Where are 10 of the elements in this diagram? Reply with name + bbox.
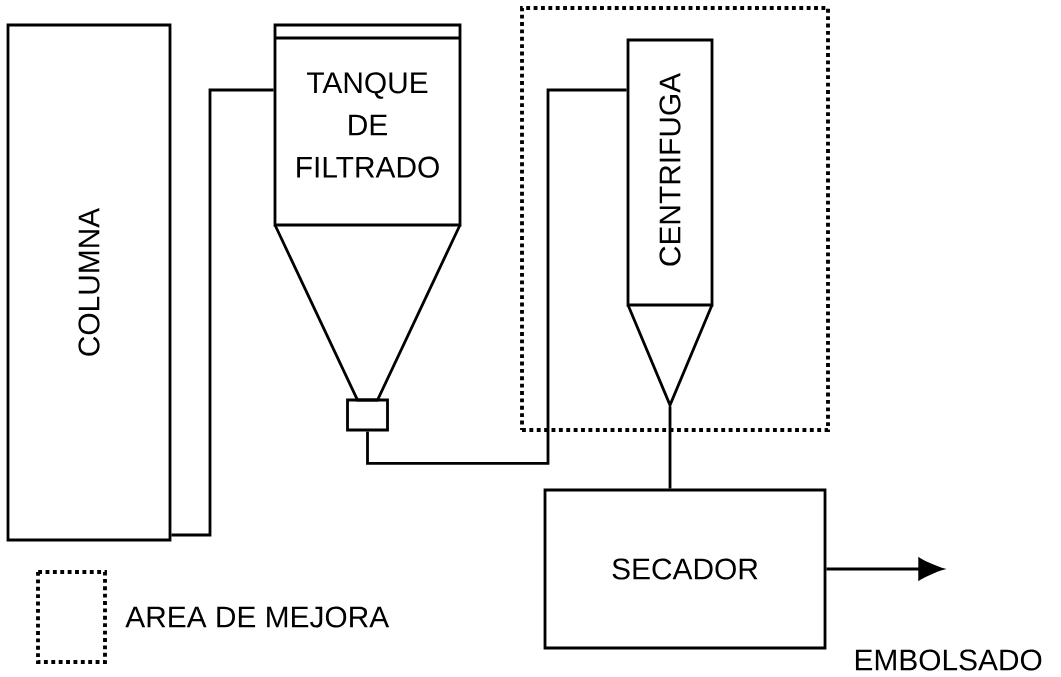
highlight-area	[520, 6, 830, 432]
pipe	[171, 88, 274, 537]
dryer-box: SECADOR	[543, 488, 827, 650]
pipe	[668, 406, 672, 489]
column-box: COLUMNA	[6, 23, 172, 542]
centrifuge-drawing: CENTRIFUGA	[626, 38, 714, 409]
outlet-label: EMBOLSADO	[855, 649, 1042, 671]
pipe	[366, 88, 627, 465]
tank-drawing: TANQUE DE FILTRADO	[273, 23, 462, 432]
legend-label: AREA DE MEJORA	[125, 606, 390, 628]
